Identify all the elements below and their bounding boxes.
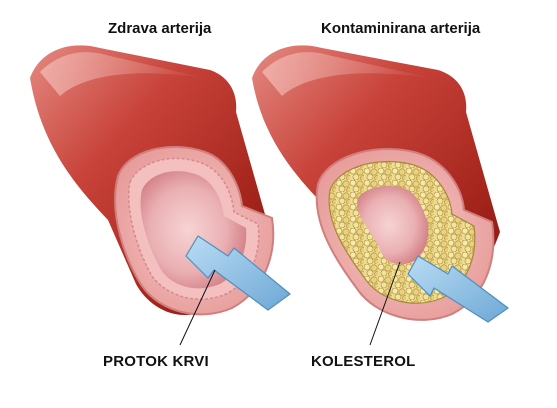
- contaminated-artery-title: Kontaminirana arterija: [321, 20, 481, 37]
- contaminated-artery: [252, 45, 509, 346]
- healthy-artery-title: Zdrava arterija: [108, 20, 212, 37]
- blood-flow-label: PROTOK KRVI: [103, 353, 209, 370]
- cholesterol-pointer-line: [369, 261, 401, 346]
- healthy-blood-flow-arrow: [185, 235, 291, 311]
- blood-flow-pointer-line: [179, 269, 216, 346]
- contaminated-artery-lumen: [357, 185, 429, 265]
- healthy-artery: [30, 45, 291, 346]
- cholesterol-label: KOLESTEROL: [311, 353, 416, 370]
- contaminated-blood-flow-arrow: [407, 255, 509, 323]
